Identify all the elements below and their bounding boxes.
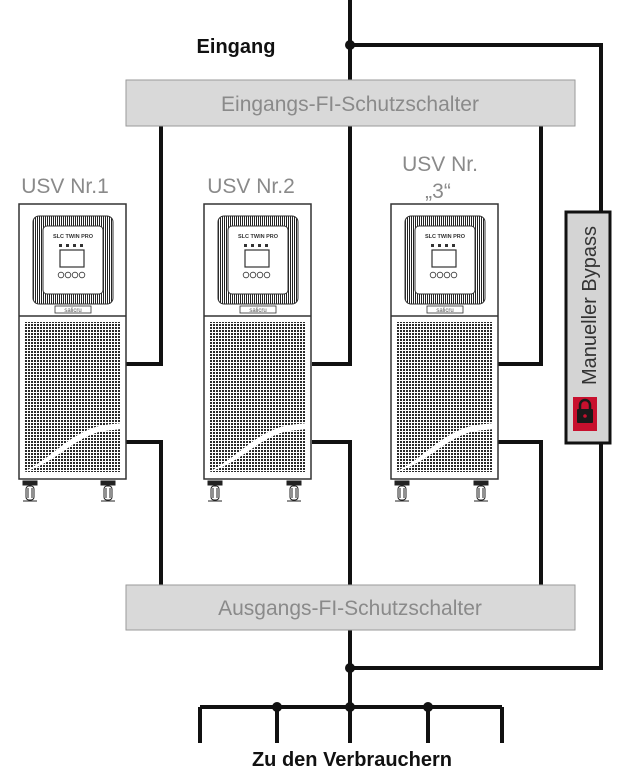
ups3-output-line <box>498 440 543 585</box>
output-breaker: Ausgangs-FI-Schutzschalter <box>125 584 576 631</box>
caster-wheel-icon <box>22 480 38 502</box>
caster-wheel-icon <box>100 480 116 502</box>
ups-unit-2: USV Nr.2 SLC TWIN PRO salicru <box>203 175 312 502</box>
ups-unit-1: USV Nr.1 SLC TWIN PRO salicru <box>18 175 127 502</box>
ups3-input-line <box>498 126 543 366</box>
ups-brand: SLC TWIN PRO <box>425 234 466 240</box>
manual-bypass: Manueller Bypass <box>564 210 612 445</box>
junction-dots <box>272 40 433 712</box>
loads-label: Zu den Verbrauchern <box>252 749 452 771</box>
ups-3-label-number: „3“ <box>425 180 451 203</box>
caster-wheel-icon <box>207 480 223 502</box>
ups-brand: SLC TWIN PRO <box>53 234 94 240</box>
caster-wheel-icon <box>473 480 489 502</box>
ups2-output-line <box>312 440 352 585</box>
output-breaker-label: Ausgangs-FI-Schutzschalter <box>218 597 482 620</box>
ups-1-label: USV Nr.1 <box>21 175 109 198</box>
junction-dot <box>272 702 282 712</box>
wiring <box>126 0 603 743</box>
junction-dot <box>345 702 355 712</box>
input-breaker-box <box>125 79 576 127</box>
ups-3-label: USV Nr. <box>402 153 478 176</box>
input-label: Eingang <box>197 36 276 58</box>
input-breaker: Eingangs-FI-Schutzschalter <box>125 79 576 127</box>
vent-grille <box>24 322 121 472</box>
lcd-display-icon <box>244 249 270 268</box>
ups-brand: SLC TWIN PRO <box>238 234 279 240</box>
lcd-display-icon <box>59 249 85 268</box>
lcd-display-icon <box>431 249 457 268</box>
caster-wheel-icon <box>394 480 410 502</box>
output-breaker-box <box>125 584 576 631</box>
ups-cabinet: SLC TWIN PRO salicru <box>390 203 499 480</box>
ups-logo: salicru <box>436 308 453 314</box>
bypass-input-line <box>350 43 603 212</box>
control-buttons <box>57 271 86 279</box>
padlock-icon <box>573 397 597 431</box>
status-leds <box>59 244 83 247</box>
input-breaker-label: Eingangs-FI-Schutzschalter <box>221 93 479 116</box>
status-leds <box>431 244 455 247</box>
status-leds <box>244 244 268 247</box>
ups-logo: salicru <box>64 308 81 314</box>
ups-logo: salicru <box>249 308 266 314</box>
bypass-output-line <box>350 443 603 670</box>
ups1-output-line <box>126 440 163 585</box>
junction-dot <box>345 40 355 50</box>
ups-cabinet: SLC TWIN PRO salicru <box>203 203 312 480</box>
ups-2-label: USV Nr.2 <box>207 175 295 198</box>
caster-wheel-icon <box>286 480 302 502</box>
ups-unit-3: USV Nr. „3“ SLC TWIN PRO salicru <box>390 153 499 502</box>
junction-dot <box>345 663 355 673</box>
control-buttons <box>242 271 271 279</box>
vent-grille <box>396 322 493 472</box>
junction-dot <box>423 702 433 712</box>
control-buttons <box>429 271 458 279</box>
ups-cabinet: SLC TWIN PRO salicru <box>18 203 127 480</box>
bypass-label: Manueller Bypass <box>579 226 601 385</box>
ups2-input-line <box>312 126 352 366</box>
ups1-input-line <box>126 126 163 366</box>
vent-grille <box>209 322 306 472</box>
